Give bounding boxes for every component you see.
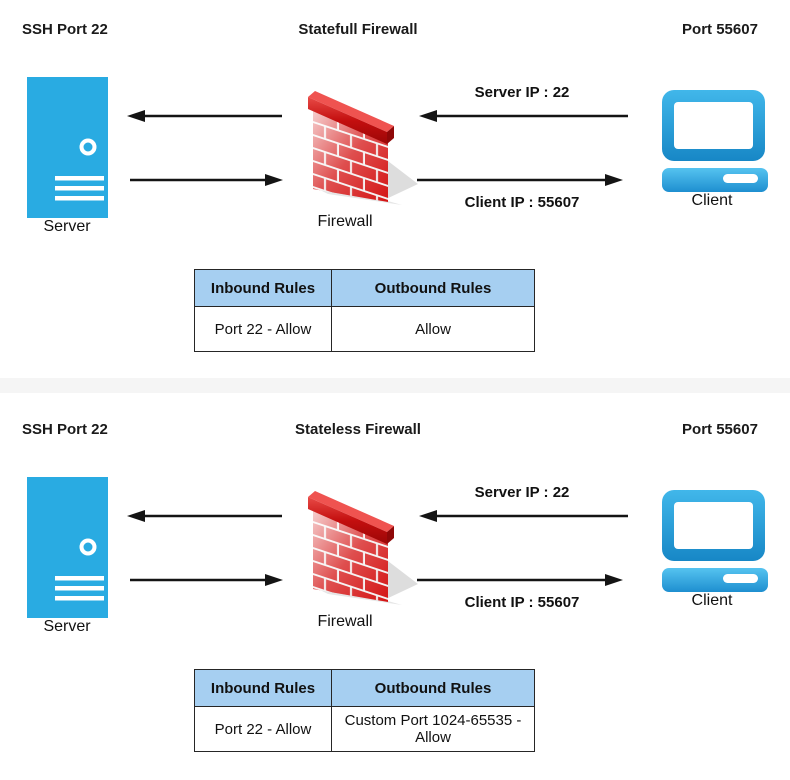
- page: { "colors": { "server_fill": "#29ABE2", …: [0, 0, 790, 752]
- arrow-firewall-to-client: [417, 574, 623, 586]
- inbound-rule-cell: Port 22 - Allow: [194, 306, 332, 352]
- server-label: Server: [43, 218, 91, 235]
- brick-wall-icon: [308, 491, 418, 605]
- arrow-firewall-to-client: [417, 174, 623, 186]
- heading-ssh-port: SSH Port 22: [22, 421, 108, 438]
- desktop-computer-icon: [662, 490, 768, 592]
- heading-client-port: Port 55607: [682, 421, 758, 438]
- server-tower-icon: [27, 477, 108, 618]
- table-header-row: Inbound Rules Outbound Rules: [194, 269, 535, 307]
- inbound-rule-cell: Port 22 - Allow: [194, 706, 332, 752]
- table-header-row: Inbound Rules Outbound Rules: [194, 669, 535, 707]
- inbound-rules-header: Inbound Rules: [194, 669, 332, 707]
- arrow-server-to-firewall: [130, 574, 283, 586]
- server-tower-icon: [27, 77, 108, 218]
- server-ip-flow-label: Server IP : 22: [474, 484, 570, 501]
- server-ip-flow-label: Server IP : 22: [474, 84, 570, 101]
- outbound-rule-cell: Custom Port 1024-65535 - Allow: [331, 706, 535, 752]
- arrow-client-to-firewall: [419, 510, 628, 522]
- arrow-firewall-to-server: [127, 510, 282, 522]
- heading-firewall-type: Statefull Firewall: [298, 21, 418, 38]
- firewall-rules-table: Inbound Rules Outbound Rules Port 22 - A…: [194, 669, 535, 752]
- brick-wall-icon: [308, 91, 418, 205]
- outbound-rules-header: Outbound Rules: [331, 269, 535, 307]
- inbound-rules-header: Inbound Rules: [194, 269, 332, 307]
- arrow-firewall-to-server: [127, 110, 282, 122]
- section-divider: [0, 378, 790, 393]
- client-label: Client: [691, 592, 733, 609]
- server-label: Server: [43, 618, 91, 635]
- diagram-stateful-firewall: SSH Port 22 Statefull Firewall Port 5560…: [0, 0, 790, 380]
- arrow-client-to-firewall: [419, 110, 628, 122]
- arrow-server-to-firewall: [130, 174, 283, 186]
- outbound-rule-cell: Allow: [331, 306, 535, 352]
- client-label: Client: [691, 192, 733, 209]
- firewall-label: Firewall: [317, 213, 373, 230]
- heading-firewall-type: Stateless Firewall: [295, 421, 421, 438]
- firewall-rules-table: Inbound Rules Outbound Rules Port 22 - A…: [194, 269, 535, 352]
- diagram-stateless-firewall: SSH Port 22 Stateless Firewall Port 5560…: [0, 400, 790, 780]
- outbound-rules-header: Outbound Rules: [331, 669, 535, 707]
- heading-ssh-port: SSH Port 22: [22, 21, 108, 38]
- client-ip-flow-label: Client IP : 55607: [464, 194, 580, 211]
- desktop-computer-icon: [662, 90, 768, 192]
- table-row: Port 22 - Allow Allow: [194, 306, 535, 352]
- firewall-label: Firewall: [317, 613, 373, 630]
- table-row: Port 22 - Allow Custom Port 1024-65535 -…: [194, 706, 535, 752]
- client-ip-flow-label: Client IP : 55607: [464, 594, 580, 611]
- heading-client-port: Port 55607: [682, 21, 758, 38]
